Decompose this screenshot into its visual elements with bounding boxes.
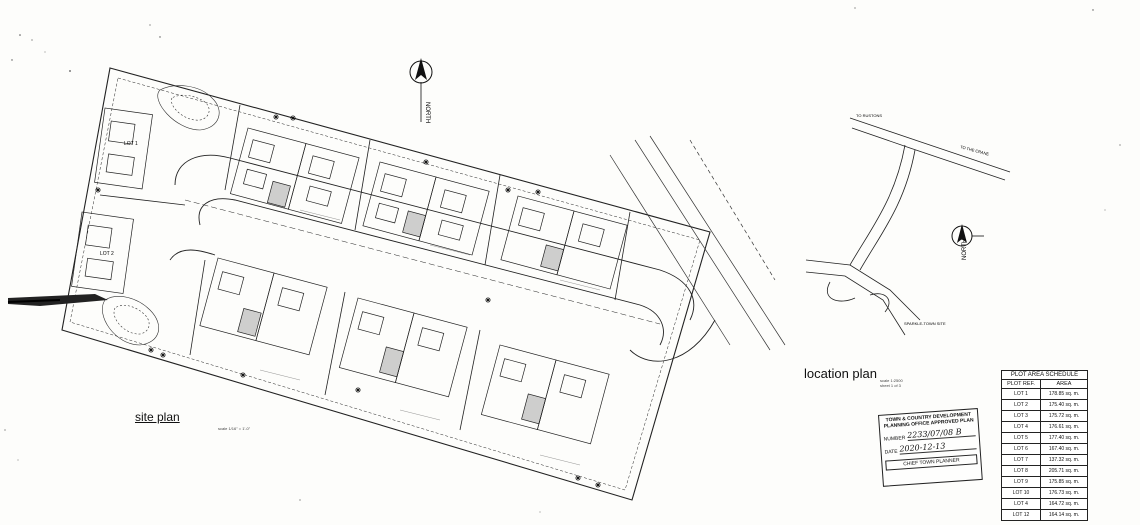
stamp-date-value: 2020-12-13 — [899, 440, 977, 455]
plot-ref-cell: LOT 10 — [1001, 487, 1041, 499]
plot-area-cell: 177.40 sq. m. — [1040, 432, 1088, 444]
plot-area-cell: 167.40 sq. m. — [1040, 443, 1088, 455]
scan-smudge — [7, 294, 108, 306]
lot-lines — [99, 104, 631, 431]
plot-ref-cell: LOT 7 — [1001, 454, 1041, 466]
pool-shapes — [102, 85, 220, 346]
plot-ref-cell: LOT 5 — [1001, 432, 1041, 444]
plot-area-cell: 175.40 sq. m. — [1040, 399, 1088, 411]
plot-ref-cell: LOT 2 — [1001, 399, 1041, 411]
schedule-header-ref: PLOT REF. — [1001, 379, 1041, 389]
site-boundary — [61, 67, 711, 501]
site-plan-title: site plan — [135, 410, 180, 424]
location-sheet-text: sheet 1 of 3 — [880, 383, 901, 388]
internal-road — [169, 154, 716, 362]
location-plan-title: location plan — [804, 366, 877, 381]
stamp-number-value: 2233/07/08 B — [907, 427, 976, 442]
plot-ref-cell: LOT 1 — [1001, 388, 1041, 400]
plot-area-cell: 175.85 sq. m. — [1040, 476, 1088, 488]
plot-area-cell: 205.71 sq. m. — [1040, 465, 1088, 477]
dimension-marks — [259, 209, 601, 466]
stamp-date-row: DATE 2020-12-13 — [884, 440, 977, 456]
road-label-crane: TO THE CRANE — [960, 144, 990, 157]
north-label-location: NORTH — [962, 239, 968, 260]
approval-stamp: TOWN & COUNTRY DEVELOPMENT PLANNING OFFI… — [878, 408, 983, 487]
stamp-date-label: DATE — [884, 448, 898, 456]
plot-ref-cell: LOT 3 — [1001, 410, 1041, 422]
plot-ref-cell: LOT 8 — [1001, 465, 1041, 477]
lot-label: LOT 2 — [100, 251, 114, 257]
plot-area-cell: 176.61 sq. m. — [1040, 421, 1088, 433]
plot-area-cell: 137.32 sq. m. — [1040, 454, 1088, 466]
main-road — [609, 135, 786, 351]
location-map — [805, 117, 1011, 336]
schedule-header-area: AREA — [1040, 379, 1088, 389]
north-label-site: NORTH — [424, 102, 430, 123]
plot-area-cell: 164.72 sq. m. — [1040, 498, 1088, 510]
site-plan-scale: scale 1/16" = 1'-0" — [218, 426, 251, 431]
north-arrow-icon-location — [951, 224, 984, 247]
plot-area-cell: 164.14 sq. m. — [1040, 509, 1088, 521]
plot-ref-cell: LOT 4 — [1001, 421, 1041, 433]
plot-area-cell: 178.85 sq. m. — [1040, 388, 1088, 400]
scan-noise — [4, 7, 1121, 513]
plot-area-cell: 175.72 sq. m. — [1040, 410, 1088, 422]
road-label-rustons: TO RUSTONS — [856, 113, 882, 118]
location-scale-text: scale 1:2500 — [880, 378, 903, 383]
lot-label: LOT 1 — [124, 141, 138, 147]
plot-ref-cell: LOT 6 — [1001, 443, 1041, 455]
plot-area-cell: 176.73 sq. m. — [1040, 487, 1088, 499]
north-arrow-icon — [409, 58, 433, 122]
building-footprints — [71, 107, 628, 445]
plot-ref-cell: LOT 4 — [1001, 498, 1041, 510]
tree-symbols — [95, 114, 601, 488]
stamp-signatory: CHIEF TOWN PLANNER — [885, 454, 978, 471]
site-location-label: SPARKLE-TOWN SITE — [904, 321, 946, 326]
location-plan-scale: scale 1:2500 sheet 1 of 3 — [880, 378, 903, 388]
schedule-caption: PLOT AREA SCHEDULE — [1001, 370, 1088, 380]
plot-ref-cell: LOT 9 — [1001, 476, 1041, 488]
plot-ref-cell: LOT 12 — [1001, 509, 1041, 521]
stamp-number-label: NUMBER — [883, 435, 906, 443]
